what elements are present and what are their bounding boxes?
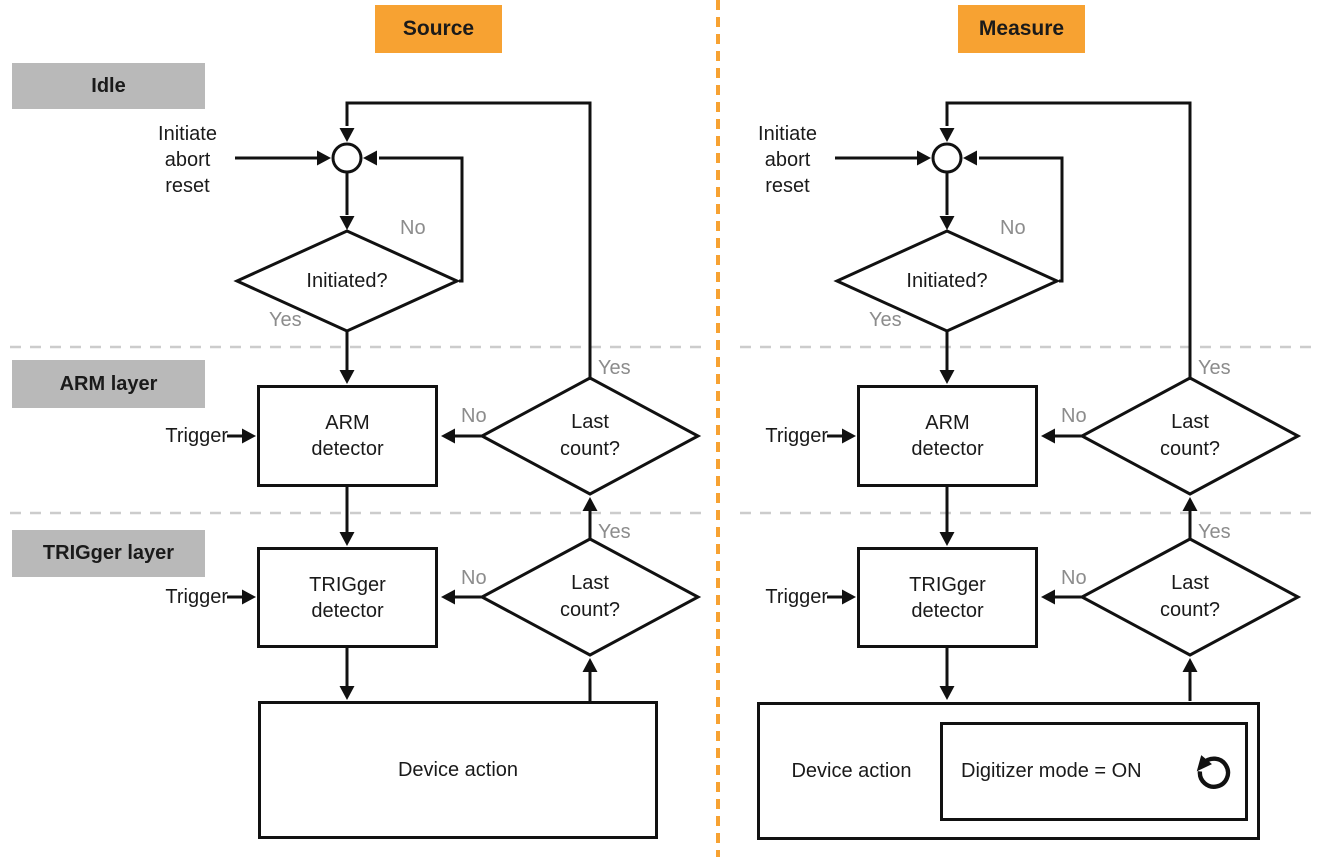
digitizer-mode-label: Digitizer mode = ON: [961, 760, 1142, 782]
measure-trig-last-count-no-label: No: [1061, 566, 1087, 590]
arm-layer-label: ARM layer: [59, 372, 158, 395]
source-initiated-decision-label: Initiated?: [277, 269, 417, 293]
arm-detector-line1: ARM: [325, 412, 370, 434]
last-count-line1: Last: [571, 572, 609, 594]
abort-line: abort: [764, 149, 811, 171]
last-count-line2: count?: [1159, 599, 1221, 621]
measure-header: Measure: [958, 5, 1085, 53]
measure-initiate-abort-reset-text: Initiate abort reset: [735, 121, 840, 199]
measure-arm-detector-box: ARM detector: [857, 385, 1038, 487]
no-label: No: [461, 567, 487, 589]
measure-header-label: Measure: [978, 17, 1065, 40]
measure-arm-last-count-label: Last count?: [1140, 409, 1240, 463]
yes-label: Yes: [869, 309, 902, 331]
initiate-line: Initiate: [158, 123, 217, 145]
source-initiated-no-label: No: [400, 216, 426, 240]
layer-label-trigger: TRIGger layer: [12, 530, 205, 577]
source-device-action-box: Device action: [258, 701, 658, 839]
measure-device-action-label-zone: Device action: [760, 705, 943, 837]
trigger-label: Trigger: [165, 586, 228, 608]
last-count-line2: count?: [1159, 438, 1221, 460]
reset-line: reset: [765, 175, 810, 197]
trigger-detector-line1: TRIGger: [309, 573, 386, 596]
yes-label: Yes: [269, 309, 302, 331]
layer-separator-dashes-right: [740, 345, 1316, 515]
trigger-label: Trigger: [765, 425, 828, 447]
abort-line: abort: [164, 149, 211, 171]
source-trig-last-count-label: Last count?: [540, 570, 640, 624]
measure-initiated-decision-label: Initiated?: [877, 269, 1017, 293]
measure-arm-last-count-yes-label: Yes: [1198, 356, 1231, 380]
device-action-label: Device action: [397, 759, 519, 781]
layer-label-idle: Idle: [12, 63, 205, 109]
measure-trig-last-count-label: Last count?: [1140, 570, 1240, 624]
source-arm-detector-box: ARM detector: [257, 385, 438, 487]
trigger-layer-label: TRIGger layer: [42, 542, 175, 564]
device-action-label: Device action: [791, 760, 912, 782]
last-count-line1: Last: [571, 411, 609, 433]
last-count-line2: count?: [559, 599, 621, 621]
initiated-question: Initiated?: [306, 270, 388, 292]
measure-trig-last-count-yes-label: Yes: [1198, 520, 1231, 544]
source-initiate-abort-reset-text: Initiate abort reset: [135, 121, 240, 199]
source-arm-last-count-label: Last count?: [540, 409, 640, 463]
source-header-label: Source: [402, 17, 475, 40]
yes-label: Yes: [1198, 521, 1231, 543]
no-label: No: [1000, 217, 1026, 239]
arm-detector-line2: detector: [311, 438, 384, 460]
last-count-line2: count?: [559, 438, 621, 460]
source-trig-trigger-label: Trigger: [150, 585, 228, 609]
no-label: No: [1061, 405, 1087, 427]
no-label: No: [1061, 567, 1087, 589]
source-arm-trigger-label: Trigger: [150, 424, 228, 448]
last-count-line1: Last: [1171, 572, 1209, 594]
idle-label: Idle: [91, 74, 126, 97]
yes-label: Yes: [598, 357, 631, 379]
layer-label-arm: ARM layer: [12, 360, 205, 408]
trigger-detector-line1: TRIGger: [909, 573, 986, 596]
measure-arm-last-count-no-label: No: [1061, 404, 1087, 428]
measure-initiated-yes-label: Yes: [869, 308, 902, 332]
arm-detector-line1: ARM: [925, 412, 970, 434]
trigger-label: Trigger: [165, 425, 228, 447]
initiate-line: Initiate: [758, 123, 817, 145]
trigger-label: Trigger: [765, 586, 828, 608]
measure-initiated-no-label: No: [1000, 216, 1026, 240]
source-arm-last-count-no-label: No: [461, 404, 487, 428]
layer-separator-dashes-left: [10, 345, 702, 515]
digitizer-mode-box: Digitizer mode = ON: [940, 722, 1248, 821]
trigger-detector-line2: detector: [911, 599, 984, 622]
source-arm-last-count-yes-label: Yes: [598, 356, 631, 380]
measure-arm-trigger-label: Trigger: [750, 424, 828, 448]
trigger-detector-line2: detector: [311, 599, 384, 622]
no-label: No: [461, 405, 487, 427]
source-trigger-detector-box: TRIGger detector: [257, 547, 438, 648]
last-count-line1: Last: [1171, 411, 1209, 433]
source-trig-last-count-yes-label: Yes: [598, 520, 631, 544]
repeat-loop-icon: [1196, 754, 1231, 789]
source-initiated-yes-label: Yes: [269, 308, 302, 332]
initiated-question: Initiated?: [906, 270, 988, 292]
reset-line: reset: [165, 175, 210, 197]
yes-label: Yes: [598, 521, 631, 543]
source-trig-last-count-no-label: No: [461, 566, 487, 590]
measure-trig-trigger-label: Trigger: [750, 585, 828, 609]
measure-device-action-box: Device action Digitizer mode = ON: [757, 702, 1260, 840]
arm-detector-line2: detector: [911, 438, 984, 460]
measure-trigger-detector-box: TRIGger detector: [857, 547, 1038, 648]
yes-label: Yes: [1198, 357, 1231, 379]
source-header: Source: [375, 5, 502, 53]
no-label: No: [400, 217, 426, 239]
